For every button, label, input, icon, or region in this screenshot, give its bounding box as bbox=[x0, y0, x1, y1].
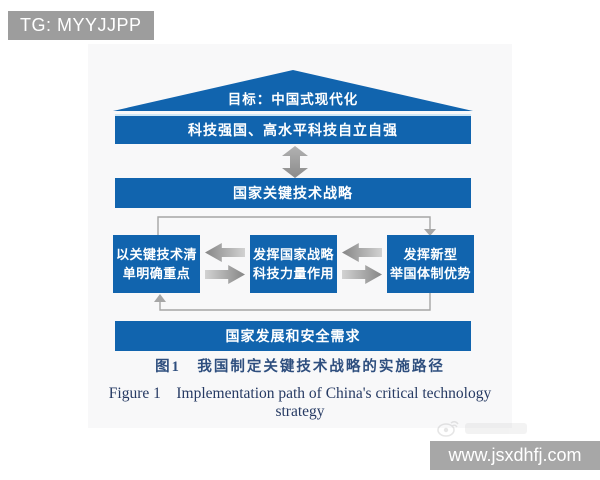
arrow-right-icon bbox=[342, 265, 382, 284]
arrow-left-icon bbox=[342, 243, 382, 262]
bar-science-power: 科技强国、高水平科技自立自强 bbox=[115, 114, 471, 144]
bar-national-strategy: 国家关键技术战略 bbox=[115, 178, 471, 208]
node-new-system-line2: 举国体制优势 bbox=[389, 266, 471, 281]
figure-caption-en-line1: Figure 1 Implementation path of China's … bbox=[108, 385, 492, 402]
arrow-up-icon bbox=[154, 294, 166, 302]
goal-roof-shape: 目标：中国式现代化 bbox=[113, 70, 473, 111]
arrow-right-icon bbox=[205, 265, 245, 284]
arrow-left-icon bbox=[205, 243, 245, 262]
weibo-watermark bbox=[437, 419, 547, 437]
node-new-system-line1: 发挥新型 bbox=[403, 246, 458, 262]
goal-roof-label: 目标：中国式现代化 bbox=[227, 92, 359, 107]
website-watermark-badge: www.jsxdhfj.com bbox=[430, 441, 600, 470]
tg-channel-badge: TG: MYYJJPP bbox=[8, 11, 154, 40]
node-new-system: 发挥新型 举国体制优势 bbox=[387, 235, 474, 293]
bar-development-security: 国家发展和安全需求 bbox=[115, 321, 471, 351]
figure-caption-zh: 图1 我国制定关键技术战略的实施路径 bbox=[155, 359, 445, 375]
figure-caption-en-line2: strategy bbox=[275, 403, 325, 420]
node-tech-list-line1: 以关键技术清 bbox=[115, 246, 197, 262]
node-strategic-force-line1: 发挥国家战略 bbox=[252, 246, 334, 262]
bidirectional-arrow-icon bbox=[282, 146, 308, 178]
node-strategic-force: 发挥国家战略 科技力量作用 bbox=[250, 235, 337, 293]
weibo-watermark-icon bbox=[437, 420, 459, 437]
node-strategic-force-line2: 科技力量作用 bbox=[252, 266, 334, 281]
weibo-watermark-text-blob bbox=[465, 423, 527, 434]
node-tech-list-line2: 单明确重点 bbox=[122, 266, 191, 281]
diagram-panel: 目标：中国式现代化 科技强国、高水平科技自立自强 国家关键技术战略 以关键技术清… bbox=[88, 44, 512, 428]
node-tech-list: 以关键技术清 单明确重点 bbox=[113, 235, 200, 293]
